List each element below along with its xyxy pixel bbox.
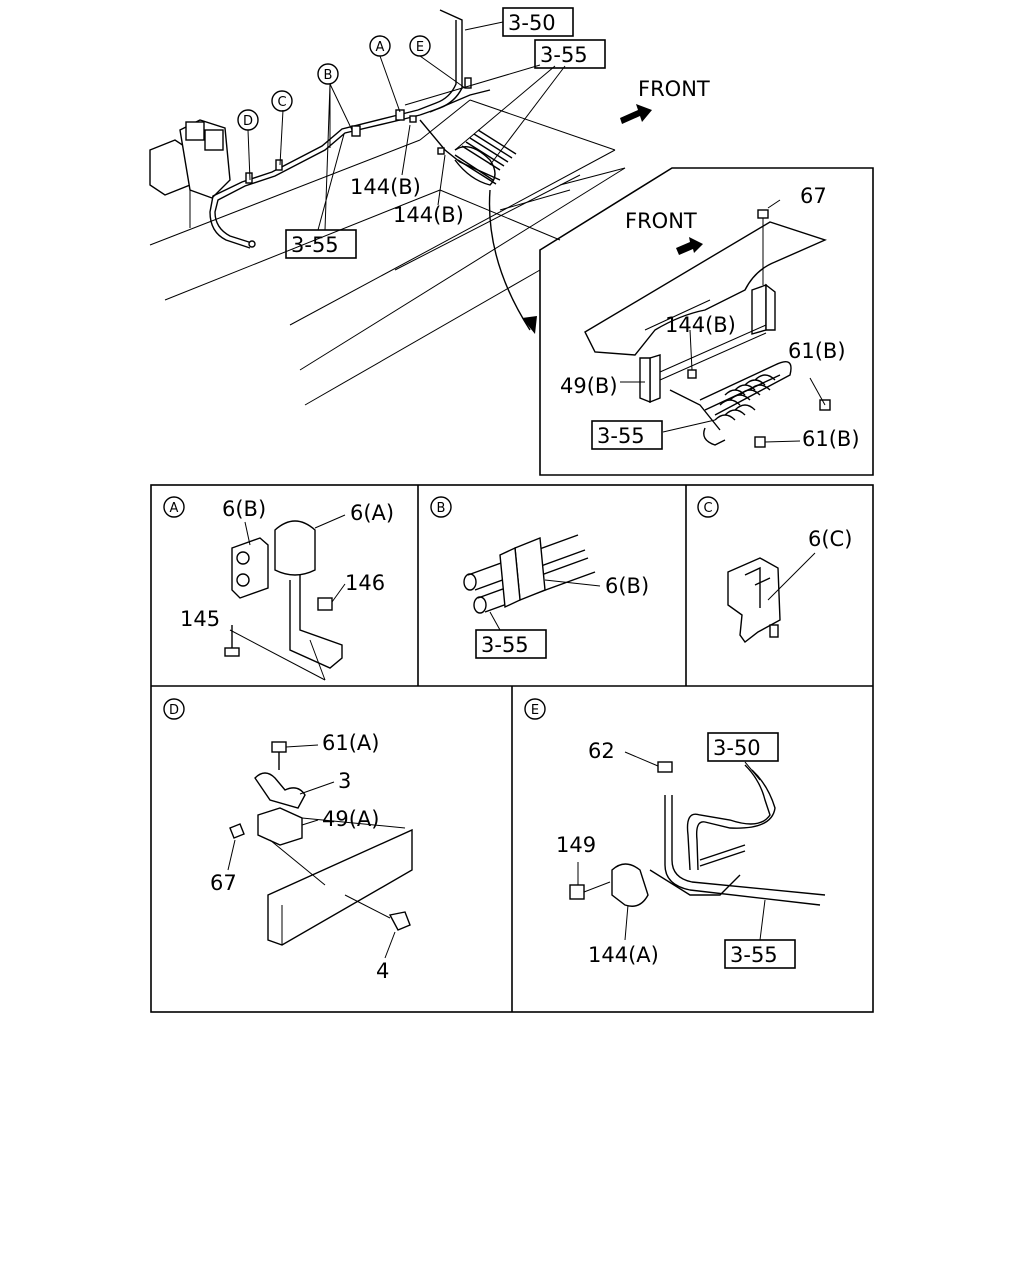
detail-a: A 6(B) 6(A) 146 145 [163, 496, 394, 681]
svg-text:B: B [324, 68, 333, 83]
detail-d-4: 4 [376, 959, 389, 983]
inset-label-61b-upper: 61(B) [788, 339, 846, 363]
svg-text:D: D [169, 703, 179, 718]
ref-3-55-top: 3-55 [540, 43, 588, 67]
top-leaders [247, 21, 566, 334]
callout-a: A [369, 35, 391, 57]
inset-front-label: FRONT [625, 209, 697, 233]
detail-b-6b: 6(B) [605, 574, 649, 598]
callout-c: C [271, 90, 293, 112]
inset-ref-3-55-box [591, 420, 663, 450]
reservoir-bracket [149, 119, 231, 228]
detail-a-145: 145 [180, 607, 220, 631]
svg-text:E: E [531, 703, 539, 718]
svg-text:D: D [243, 114, 253, 129]
detail-e-144a: 144(A) [588, 943, 659, 967]
detail-e-ref-3-55: 3-55 [730, 943, 778, 967]
detail-b: B 3-55 6(B) [430, 496, 649, 659]
detail-d-3: 3 [338, 769, 351, 793]
svg-text:C: C [277, 95, 286, 110]
svg-text:C: C [703, 501, 712, 516]
detail-a-6a: 6(A) [350, 501, 394, 525]
detail-a-6b: 6(B) [222, 497, 266, 521]
inset-view: FRONT 67 144(B) 61(B) 49(B) 3-55 61(B) [539, 167, 874, 476]
svg-text:A: A [170, 501, 179, 516]
front-label: FRONT [638, 77, 710, 101]
top-view: FRONT 3-50 3-55 3-55 144(B) 144(B) A E B… [149, 7, 710, 406]
detail-e-62: 62 [588, 739, 615, 763]
label-144b-lower: 144(B) [393, 203, 464, 227]
inset-label-49b: 49(B) [560, 374, 618, 398]
detail-d-67: 67 [210, 871, 237, 895]
ref-3-50: 3-50 [508, 11, 556, 35]
callout-e: E [409, 35, 431, 57]
detail-e-ref-3-50: 3-50 [713, 736, 761, 760]
detail-a-146: 146 [345, 571, 385, 595]
inset-label-61b-lower: 61(B) [802, 427, 860, 451]
crossmember-plate [584, 221, 827, 356]
ref-3-55-box-top [534, 39, 606, 69]
ref-3-50-box [502, 7, 574, 37]
ref-3-55-left: 3-55 [291, 233, 339, 257]
detail-e: E 3-50 3-55 62 149 144(A) [524, 698, 826, 969]
detail-e-149: 149 [556, 833, 596, 857]
detail-d-49a: 49(A) [322, 807, 379, 831]
callout-b: B [317, 63, 339, 85]
callout-d: D [237, 109, 259, 131]
front-arrow [620, 104, 652, 124]
detail-b-ref-3-55: 3-55 [481, 633, 529, 657]
detail-d: D 61(A) 3 49(A) 67 4 [163, 698, 413, 983]
svg-text:A: A [376, 40, 385, 55]
svg-text:B: B [437, 501, 446, 516]
frame-rails [149, 99, 626, 406]
ref-3-55-box-left [285, 229, 357, 259]
detail-d-61a: 61(A) [322, 731, 379, 755]
inset-label-144b: 144(B) [665, 313, 736, 337]
pipe-route [209, 9, 517, 249]
detail-c: C 6(C) [697, 496, 852, 643]
detail-c-6c: 6(C) [808, 527, 852, 551]
inset-label-67: 67 [800, 184, 827, 208]
label-144b-upper: 144(B) [350, 175, 421, 199]
svg-text:E: E [416, 40, 424, 55]
inset-ref-3-55: 3-55 [597, 424, 645, 448]
detail-grid [150, 484, 874, 1013]
inset-cooler [669, 361, 792, 446]
oil-cooler-coil [454, 129, 517, 186]
